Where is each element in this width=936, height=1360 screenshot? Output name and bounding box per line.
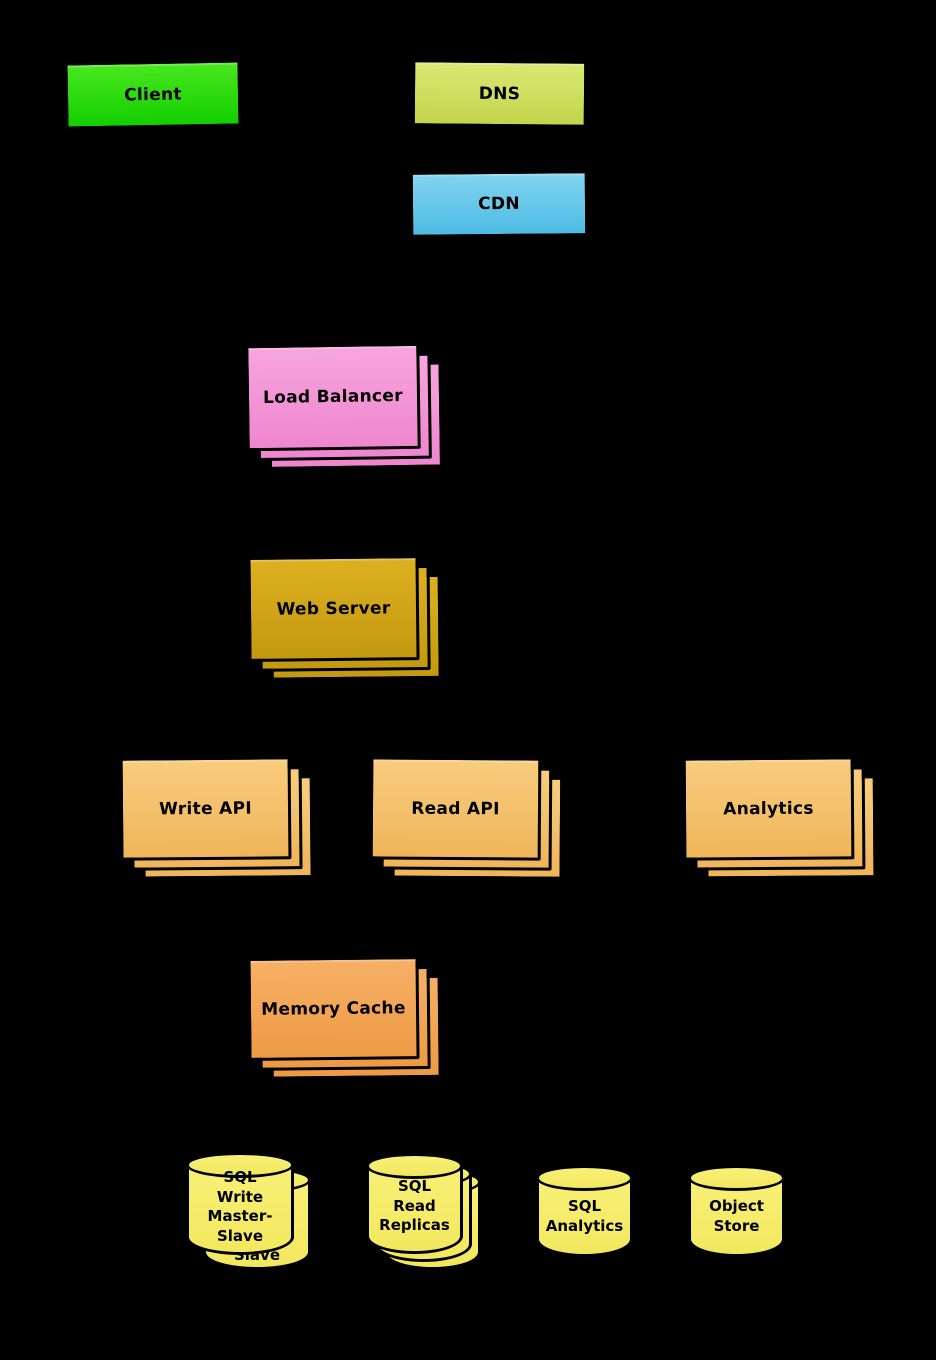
load-balancer-label: Load Balancer [262,386,404,408]
object-store-node: Object Store [688,1165,785,1257]
sql-write-master-slave-label: SQL Write Master- Slave [207,1168,273,1245]
write-api-label: Write API [158,798,253,819]
cylinder-body [186,1165,294,1255]
object-store-label: Object Store [709,1197,764,1235]
sql-analytics-node: SQL Analytics [536,1165,633,1257]
dns-node: DNS [411,59,588,128]
cylinder-top [366,1153,463,1179]
dns-box: DNS [411,59,588,128]
memory-cache-label: Memory Cache [261,997,406,1020]
cylinder-top [186,1152,294,1178]
cylinder-body [536,1178,633,1257]
database-cylinder: SQL Analytics [536,1165,633,1257]
read-api-label: Read API [411,798,500,819]
cdn-box: CDN [409,170,589,238]
client-node: Client [64,59,242,130]
sql-read-replicas-node: SQL Read Replicas [366,1153,481,1270]
load-balancer-node: Load Balancer [245,342,443,470]
memory-cache-box: Memory Cache [247,956,420,1061]
database-cylinder: Object Store [688,1165,785,1257]
cylinder-body [688,1178,785,1257]
database-cylinder: SQL Write Master- Slave [186,1152,294,1255]
dns-label: DNS [478,83,521,104]
sql-write-master-slave-node: Slave SQL Write Master- Slave [186,1152,311,1270]
client-box: Client [64,59,242,130]
cylinder-top [536,1165,633,1191]
web-server-box: Web Server [247,555,420,662]
client-label: Client [123,83,183,106]
memory-cache-node: Memory Cache [247,956,442,1080]
analytics-box: Analytics [682,756,855,861]
analytics-label: Analytics [723,798,814,819]
web-server-node: Web Server [247,555,442,681]
write-api-box: Write API [119,756,292,861]
analytics-node: Analytics [682,756,877,880]
cdn-node: CDN [409,170,589,238]
database-cylinder: SQL Read Replicas [366,1153,463,1254]
sql-analytics-label: SQL Analytics [545,1197,624,1235]
cdn-label: CDN [478,193,520,215]
web-server-label: Web Server [276,597,391,620]
cylinder-body [366,1166,463,1254]
write-api-node: Write API [119,756,314,880]
sql-read-replicas-label: SQL Read Replicas [379,1177,450,1234]
read-api-node: Read API [369,756,564,880]
cylinder-top [688,1165,785,1191]
read-api-box: Read API [369,756,542,861]
load-balancer-box: Load Balancer [245,342,421,452]
